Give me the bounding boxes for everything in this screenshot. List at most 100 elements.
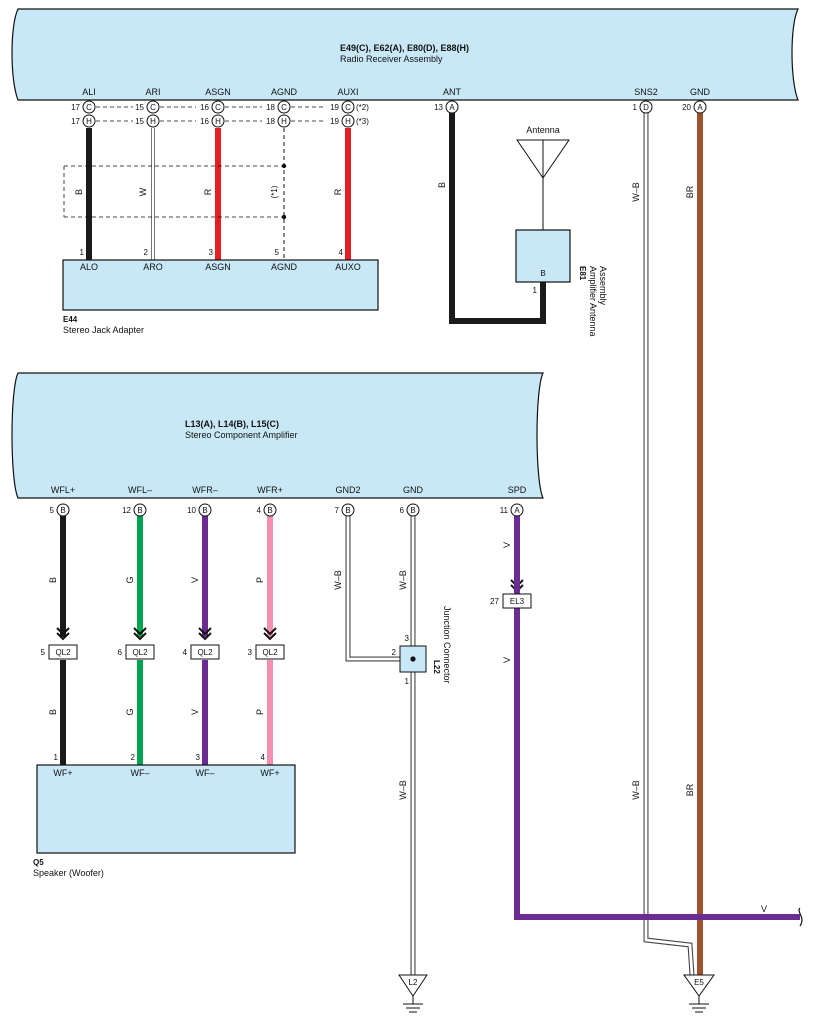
ground-l2-icon xyxy=(398,974,428,1013)
speaker-woofer-box xyxy=(36,764,296,854)
svg-text:4: 4 xyxy=(183,648,188,657)
svg-text:B: B xyxy=(345,506,350,515)
amp-pin-wfr-minus: WFR– xyxy=(192,485,218,495)
radio-connector-dashes xyxy=(96,106,326,122)
wire-sns2 xyxy=(643,113,695,976)
radio-pin-agnd: AGND xyxy=(271,87,298,97)
amp-pin-spd: SPD xyxy=(508,485,527,495)
svg-text:7: 7 xyxy=(335,506,340,515)
svg-text:QL2: QL2 xyxy=(132,648,148,657)
amplifier-codes: L13(A), L14(B), L15(C) xyxy=(185,419,279,429)
wire-label-sns2-bottom: W–B xyxy=(631,780,641,800)
gnd-connector-letter: A xyxy=(697,103,703,112)
svg-text:B: B xyxy=(60,506,65,515)
jack-pin-auxo: AUXO xyxy=(335,262,361,272)
svg-text:10: 10 xyxy=(187,506,196,515)
ground-l2-label: L2 xyxy=(409,978,418,987)
speaker-pin-wf-minus-2: WF– xyxy=(131,768,150,778)
svg-text:15: 15 xyxy=(135,103,144,112)
svg-text:6: 6 xyxy=(118,648,123,657)
svg-text:H: H xyxy=(150,117,156,126)
el3-connector xyxy=(502,593,532,609)
radio-pin-sns2: SNS2 xyxy=(634,87,658,97)
radio-pin-auxi: AUXI xyxy=(337,87,358,97)
antenna-assembly-label: E81 Amplifier Antenna Assembly xyxy=(578,266,608,337)
gnd-connector xyxy=(693,100,707,114)
svg-text:H: H xyxy=(86,117,92,126)
jack-pin-num-4: 4 xyxy=(339,248,344,257)
wire-label-wfl-plus-top: B xyxy=(48,577,58,583)
ground-e5-label: E5 xyxy=(694,978,704,987)
amp-pin-wfr-plus: WFR+ xyxy=(257,485,283,495)
svg-text:A: A xyxy=(514,506,520,515)
wire-break-icon xyxy=(798,907,803,927)
wire-ant xyxy=(449,110,546,324)
svg-text:Assembly: Assembly xyxy=(598,266,608,306)
antenna-connector-letter: B xyxy=(540,269,545,278)
svg-text:H: H xyxy=(281,117,287,126)
amp-pin-wfl-plus: WFL+ xyxy=(51,485,75,495)
el3-label: EL3 xyxy=(510,597,525,606)
jack-pin-alo: ALO xyxy=(80,262,98,272)
radio-pin-ali: ALI xyxy=(82,87,96,97)
jack-pin-num-3: 3 xyxy=(209,248,214,257)
amp-pin-circles: 5 B 12 B 10 B 4 B 7 B 6 B 11 A xyxy=(50,503,524,517)
sns2-pin-num: 1 xyxy=(633,103,638,112)
gnd-pin-num: 20 xyxy=(682,103,691,112)
svg-text:19: 19 xyxy=(330,117,339,126)
jack-code: E44 xyxy=(63,315,78,324)
svg-text:H: H xyxy=(345,117,351,126)
jack-name: Stereo Jack Adapter xyxy=(63,325,144,335)
stereo-amplifier-box xyxy=(11,372,544,499)
radio-pin-asgn: ASGN xyxy=(205,87,231,97)
svg-text:L22: L22 xyxy=(432,660,441,674)
wire-label-wfl-minus-top: G xyxy=(125,576,135,583)
ground-e5-icon xyxy=(683,974,715,1013)
junction-pin-2: 2 xyxy=(392,648,397,657)
svg-text:QL2: QL2 xyxy=(262,648,278,657)
speaker-pin-wf-plus-1: WF+ xyxy=(53,768,72,778)
shield-box xyxy=(63,165,284,218)
wire-label-amp-gnd-bottom: W–B xyxy=(398,780,408,800)
svg-text:C: C xyxy=(150,103,156,112)
svg-text:16: 16 xyxy=(200,103,209,112)
svg-text:B: B xyxy=(137,506,142,515)
speaker-pin-wf-plus-4: WF+ xyxy=(260,768,279,778)
el3-pin: 27 xyxy=(490,597,499,606)
svg-text:B: B xyxy=(410,506,415,515)
svg-text:11: 11 xyxy=(500,506,509,515)
chevron-markers xyxy=(56,579,524,641)
svg-text:5: 5 xyxy=(41,648,46,657)
radio-row-h: 17 H 15 H 16 H 18 H 19 H (*3) xyxy=(71,114,369,128)
jack-pin-asgn: ASGN xyxy=(205,262,231,272)
svg-text:18: 18 xyxy=(266,117,275,126)
svg-text:QL2: QL2 xyxy=(197,648,213,657)
svg-text:C: C xyxy=(215,103,221,112)
amplifier-name: Stereo Component Amplifier xyxy=(185,430,298,440)
jack-pin-agnd: AGND xyxy=(271,262,298,272)
svg-text:17: 17 xyxy=(71,117,80,126)
junction-pin-1: 1 xyxy=(405,677,410,686)
ant-connector xyxy=(445,100,459,114)
svg-text:E81: E81 xyxy=(578,266,587,281)
radio-pin-gnd: GND xyxy=(690,87,711,97)
wire-label-sns2-top: W–B xyxy=(631,182,641,202)
jack-pin-aro: ARO xyxy=(143,262,163,272)
speaker-pin-num-2: 2 xyxy=(131,753,136,762)
amp-pin-gnd2: GND2 xyxy=(335,485,360,495)
speaker-code: Q5 xyxy=(33,858,44,867)
svg-text:5: 5 xyxy=(50,506,55,515)
amplifier-antenna-box xyxy=(515,229,571,283)
speaker-pin-num-1: 1 xyxy=(54,753,59,762)
stereo-jack-adapter-box xyxy=(62,259,379,311)
jack-pin-num-1: 1 xyxy=(80,248,85,257)
wire-label-wfr-minus-top: V xyxy=(190,577,200,583)
wire-label-ali: B xyxy=(74,189,84,195)
svg-text:4: 4 xyxy=(257,506,262,515)
amp-pin-wfl-minus: WFL– xyxy=(128,485,152,495)
radio-receiver-name: Radio Receiver Assembly xyxy=(340,54,443,64)
svg-text:C: C xyxy=(86,103,92,112)
shield-node-bottom xyxy=(281,214,287,220)
jack-pin-num-5: 5 xyxy=(275,248,280,257)
